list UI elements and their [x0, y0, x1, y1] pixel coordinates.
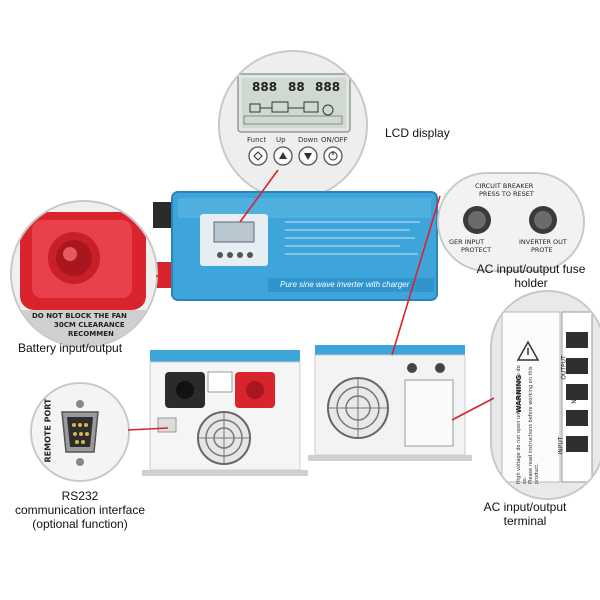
rs232-label-line-3: (optional function)	[32, 517, 128, 531]
lcd-panel-art	[220, 52, 366, 198]
lcd-closeup: 888 88 888 Funct Up Down ON/OFF	[218, 50, 368, 200]
fan-warning-line-3: RECOMMEN	[68, 330, 114, 338]
lcd-digits-2: 88	[288, 80, 305, 94]
fan-warning-line-1: DO NOT BLOCK THE FAN	[32, 312, 127, 320]
rs232-label-line-2: communication interface	[14, 503, 146, 517]
rs232-pointer-line	[127, 427, 169, 431]
lcd-digits-3: 888	[315, 80, 341, 94]
ac-terminal-closeup: WARNING High voltage do not open unless …	[490, 290, 600, 500]
ac-terminal-label-line-2: terminal	[503, 514, 547, 528]
terminal-instructions: Please read instructions before working …	[528, 366, 540, 484]
breaker-right-label: INVERTER OUT	[519, 238, 567, 246]
front-tagline: Pure sine wave inverter with charger	[280, 280, 410, 289]
fuse-pointer-line	[391, 195, 441, 356]
rs232-label-line-1: RS232	[61, 489, 99, 503]
battery-io-label: Battery input/output	[18, 341, 123, 355]
breaker-left-label-2: PROTECT	[461, 246, 492, 254]
breaker-title-1: CIRCUIT BREAKER	[475, 182, 534, 190]
lcd-button-label-funct: Funct	[247, 136, 267, 144]
lcd-digits-1: 888	[252, 80, 278, 94]
remote-port-label: REMOTE PORT	[43, 398, 53, 463]
ac-terminal-label-line-1: AC input/output	[483, 500, 567, 514]
lcd-button-label-onoff: ON/OFF	[321, 136, 348, 144]
lcd-button-label-down: Down	[298, 136, 318, 144]
lcd-display-label: LCD display	[385, 126, 450, 140]
fuse-holder-label: AC input/output fuse holder	[476, 262, 586, 290]
terminal-n-label: N	[570, 399, 578, 404]
fuse-holder-closeup: CIRCUIT BREAKER PRESS TO RESET GER INPUT…	[437, 172, 585, 272]
lcd-button-label-up: Up	[276, 136, 286, 144]
breaker-right-label-2: PROTE	[531, 246, 553, 254]
fan-warning-line-2: 30CM CLEARANCE	[54, 321, 125, 329]
fuse-holder-art	[439, 174, 583, 270]
rs232-port-closeup: REMOTE PORT	[30, 382, 130, 482]
terminal-pointer-line	[451, 397, 495, 421]
battery-terminal-art	[12, 202, 156, 346]
terminal-input-label: INPUT	[557, 436, 565, 455]
breaker-left-label: GER INPUT	[449, 238, 485, 246]
rs232-port-art	[32, 384, 128, 480]
terminal-output-label: OUTPUT	[560, 355, 568, 380]
ac-terminal-art	[492, 292, 600, 498]
terminal-warning-text: High voltage do not open unless qualifie…	[516, 365, 528, 484]
battery-terminal-closeup: DO NOT BLOCK THE FAN 30CM CLEARANCE RECO…	[10, 200, 158, 348]
breaker-title-2: PRESS TO RESET	[479, 190, 534, 198]
